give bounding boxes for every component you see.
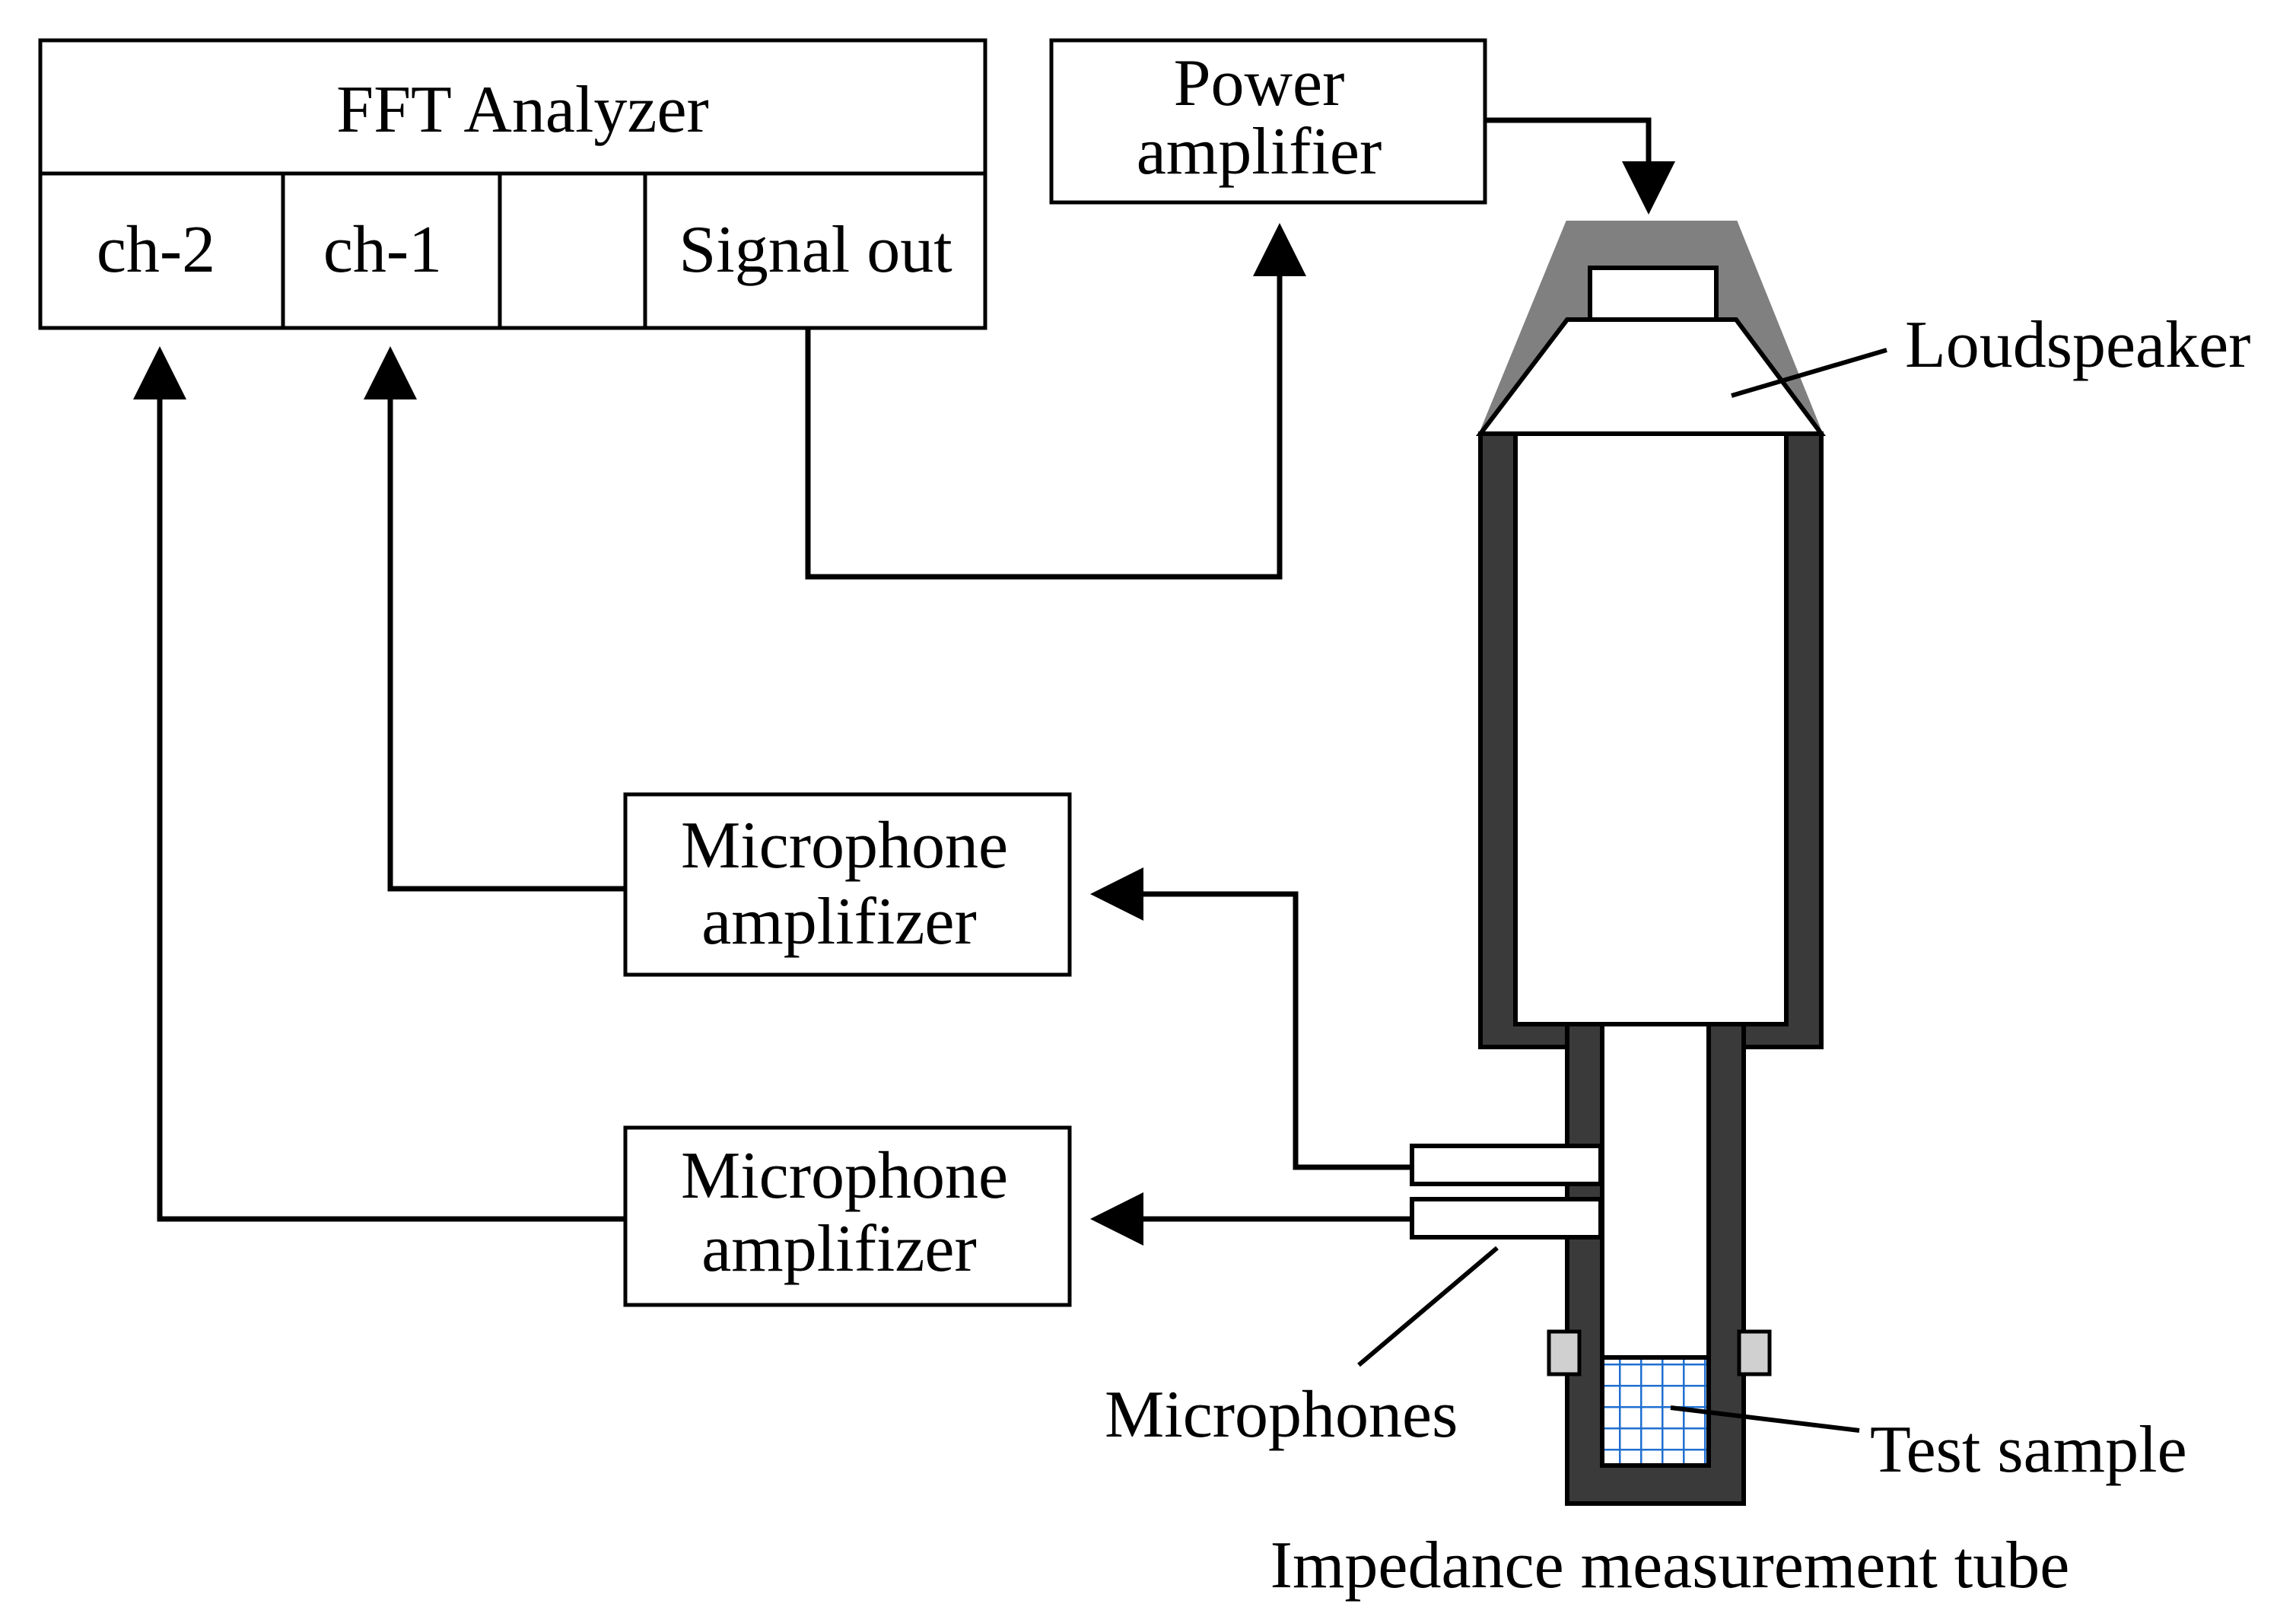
mic-amp-upper-to-ch1-arrow [364, 346, 625, 892]
right-clamp [1737, 1329, 1772, 1376]
power-amplifier-box [1049, 38, 1487, 205]
channel-1-port: ch-1 [323, 213, 442, 287]
signal-out-port: Signal out [679, 213, 952, 287]
mic-upper-to-amp-arrow [1090, 867, 1412, 1170]
impedance-tube-label: Impedance measurement tube [1270, 1529, 2070, 1602]
microphone-lower [1410, 1197, 1603, 1240]
test-sample-leader [1670, 1405, 1860, 1433]
mic-amp-upper-line1: Microphone [681, 809, 1008, 883]
connections [133, 117, 1675, 1246]
mic-amp-lower-line1: Microphone [681, 1139, 1008, 1213]
mic-amp-upper-line2: amplifizer [701, 885, 977, 959]
microphones-leader [1357, 1246, 1499, 1367]
test-sample-label: Test sample [1870, 1413, 2187, 1487]
mic-amp-upper-box [623, 792, 1072, 977]
mic-amp-lower-line2: amplifizer [701, 1212, 977, 1286]
signal-out-to-power-amp-arrow [805, 223, 1306, 580]
power-amplifier-label-line1: Power [1174, 46, 1345, 120]
impedance-tube [1410, 221, 1826, 1506]
power-amp-to-loudspeaker-arrow [1485, 117, 1675, 215]
fft-analyzer: FFT Analyzer ch-2 ch-1 Signal out [38, 38, 987, 330]
microphone-amplifier-lower: Microphone amplifizer [623, 1125, 1072, 1307]
loudspeaker-magnet [1588, 266, 1719, 325]
large-tube-cavity [1513, 431, 1789, 1026]
channel-2-port: ch-2 [97, 213, 215, 287]
fft-analyzer-frame [38, 38, 987, 330]
power-amplifier: Power amplifier [1049, 38, 1487, 205]
microphone-upper [1410, 1144, 1603, 1186]
microphone-amplifier-upper: Microphone amplifizer [623, 792, 1072, 977]
left-clamp [1547, 1329, 1582, 1376]
loudspeaker-label: Loudspeaker [1905, 308, 2250, 382]
power-amplifier-label-line2: amplifier [1137, 115, 1382, 189]
leader-lines [1357, 348, 1887, 1433]
fft-analyzer-title: FFT Analyzer [336, 73, 709, 147]
microphones-label: Microphones [1105, 1378, 1458, 1452]
mic-amp-lower-to-ch2-arrow [133, 346, 625, 1222]
loudspeaker-leader [1731, 348, 1887, 398]
